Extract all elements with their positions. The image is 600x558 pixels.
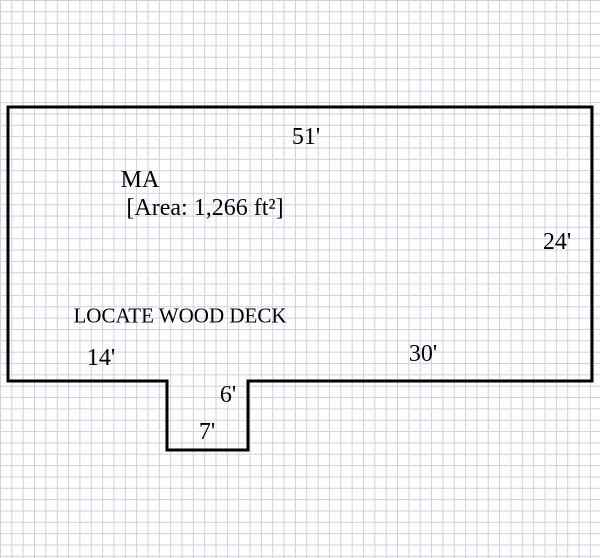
area-size: [Area: 1,266 ft²] [126,195,284,221]
dimension-notch-side: 6' [219,382,237,408]
dimension-notch-bottom: 7' [198,419,216,445]
dimension-top: 51' [291,124,321,150]
note-label: LOCATE WOOD DECK [73,303,287,328]
dimension-bottom-left: 14' [86,345,116,371]
building-outline [6,105,594,452]
dimension-bottom-right: 30' [408,341,438,367]
area-name: MA [120,167,160,193]
dimension-right: 24' [542,229,572,255]
